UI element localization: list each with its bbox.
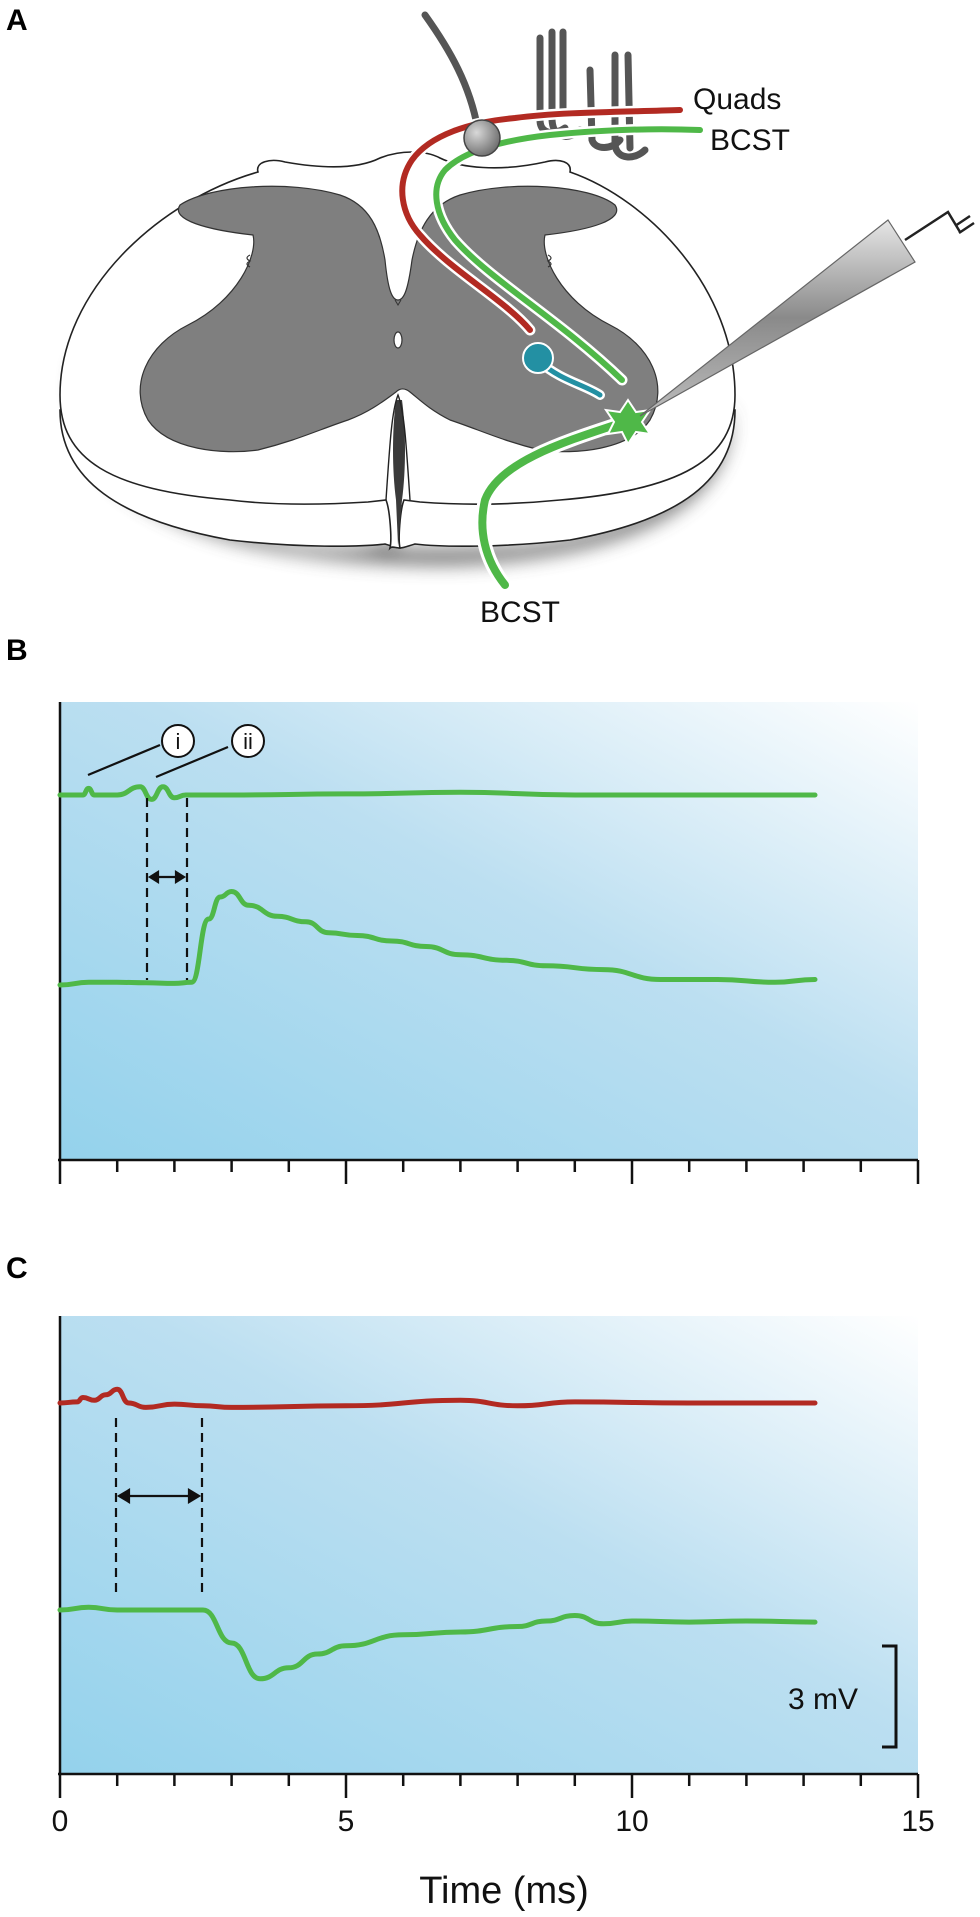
x-axis-title: Time (ms) [419, 1870, 589, 1912]
panel-label-c: C [6, 1252, 28, 1285]
scale-bar [882, 1644, 898, 1749]
latency-markers-b [87, 743, 229, 980]
trace-c-0 [57, 1386, 818, 1410]
x-tick-label: 15 [901, 1805, 934, 1838]
grey-matter [139, 185, 659, 453]
label-quads: Quads [693, 83, 781, 116]
plot-b-traces [57, 784, 818, 988]
bcst-projection-line [478, 416, 634, 589]
recording-electrode-icon [639, 219, 916, 417]
quads-afferent-line [399, 107, 683, 333]
trace-b-0 [57, 784, 818, 802]
marker-i-label: i [176, 729, 181, 754]
central-canal [393, 331, 403, 349]
x-tick-label: 10 [615, 1805, 648, 1838]
plot-c-tick-labels: 0 5 10 15 [52, 1805, 935, 1838]
ventral-fissure [393, 400, 405, 545]
dorsal-septum [394, 299, 402, 306]
x-tick-label: 5 [338, 1805, 355, 1838]
x-tick-label: 0 [52, 1805, 69, 1838]
plot-c-traces [57, 1386, 818, 1682]
plot-c-ticks [58, 1774, 920, 1798]
plot-b: i ii [57, 702, 920, 1184]
plot-b-background [60, 702, 918, 1160]
trace-c-1 [57, 1604, 818, 1682]
spinal-cord-diagram: Quads BCST BCST [59, 11, 975, 629]
marker-i-circle [161, 724, 195, 758]
plot-c: 3 mV 0 5 10 15 Time (ms) [52, 1316, 935, 1912]
label-bcst-bottom: BCST [480, 596, 560, 629]
lateral-nick-right [546, 254, 552, 268]
label-bcst-top: BCST [710, 124, 790, 157]
marker-ii-circle [231, 724, 265, 758]
scale-bar-label: 3 mV [788, 1683, 858, 1716]
ground-icon [904, 210, 975, 242]
trace-b-1 [57, 889, 818, 988]
bcst-afferent-line [433, 126, 703, 383]
latency-markers-c [114, 1418, 204, 1598]
marker-ii-label: ii [243, 729, 253, 754]
panel-label-b: B [6, 634, 28, 667]
ventral-fissure-outline [385, 393, 411, 501]
interneuron-icon [522, 342, 554, 374]
lateral-nick-left [246, 254, 252, 268]
panel-label-a: A [6, 4, 28, 37]
neuron-soma-icon [463, 119, 501, 157]
plot-b-ticks [58, 1160, 920, 1184]
